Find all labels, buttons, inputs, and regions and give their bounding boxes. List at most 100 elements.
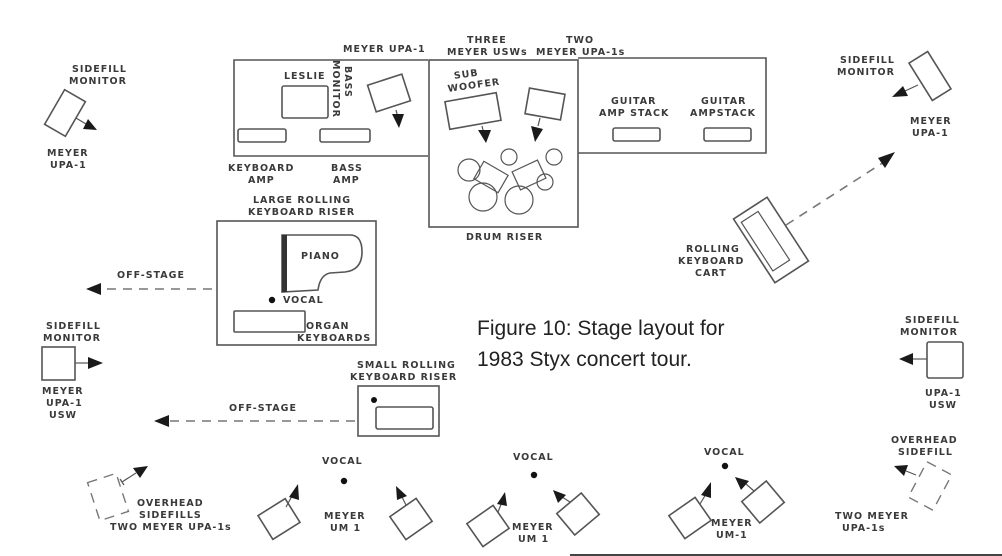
label: MEYER xyxy=(324,511,366,522)
label: UPA-1 xyxy=(912,128,949,139)
label: TWO xyxy=(566,35,594,46)
label: VOCAL xyxy=(513,452,554,463)
drum-cymbal xyxy=(545,148,563,166)
label: UM 1 xyxy=(518,534,549,545)
label: MONITOR xyxy=(43,333,101,344)
riser-outline xyxy=(216,220,377,346)
vocal-position-dot xyxy=(371,397,377,403)
bass-monitor-label: BASS MONITOR xyxy=(330,60,353,118)
vocal-position-2: VOCAL MEYER UM 1 xyxy=(465,452,601,548)
keyboard xyxy=(375,406,434,430)
label: SIDEFILL xyxy=(72,64,127,75)
label: MEYER xyxy=(512,522,554,533)
arrow-line xyxy=(75,117,87,125)
drum-riser-outline xyxy=(428,59,579,228)
label: MEYER xyxy=(47,148,89,159)
sidefill-monitor-top-right: SIDEFILL MONITOR MEYER UPA-1 xyxy=(837,50,953,139)
label: UM-1 xyxy=(716,530,748,541)
arrow-icon xyxy=(899,353,913,365)
subwoofer-cabinet xyxy=(444,91,502,131)
label: OFF-STAGE xyxy=(117,270,185,281)
arrow-icon xyxy=(392,114,404,128)
arrow-line xyxy=(561,496,571,503)
riser-outline xyxy=(578,57,767,154)
guitar-amp-area: GUITAR AMP STACK GUITAR AMPSTACK xyxy=(578,57,767,154)
label: TWO MEYER xyxy=(835,511,909,522)
floor-wedge xyxy=(667,496,713,540)
label: THREE xyxy=(467,35,507,46)
drum-tom xyxy=(457,158,481,182)
guitar-amp-stack xyxy=(703,127,752,142)
label: ORGAN xyxy=(306,321,350,332)
label: UM 1 xyxy=(330,523,361,534)
small-rolling-keyboard-riser: SMALL ROLLING KEYBOARD RISER xyxy=(350,360,457,437)
label: UPA-1s xyxy=(842,523,885,534)
label: SMALL ROLLING xyxy=(357,360,456,371)
arrow-icon xyxy=(154,415,169,427)
label: SIDEFILL xyxy=(905,315,960,326)
arrow-line xyxy=(745,483,755,492)
label: OVERHEAD xyxy=(891,435,958,446)
cart-path-dashed xyxy=(785,161,885,226)
label: OFF-STAGE xyxy=(229,403,297,414)
label: MONITOR xyxy=(837,67,895,78)
large-rolling-keyboard-riser: LARGE ROLLING KEYBOARD RISER PIANO VOCAL… xyxy=(216,195,377,346)
arrow-icon xyxy=(735,477,749,490)
speaker-cabinet xyxy=(907,50,953,102)
vocal-position-dot xyxy=(340,477,348,485)
label: GUITAR xyxy=(611,96,656,107)
drum-tom xyxy=(536,173,554,191)
label: MONITOR xyxy=(330,60,341,118)
arrow-icon xyxy=(478,130,491,143)
figure-caption: Figure 10: Stage layout for 1983 Styx co… xyxy=(477,317,724,371)
label: CART xyxy=(695,268,727,279)
arrow-icon xyxy=(396,486,407,500)
arrow-icon xyxy=(701,482,711,498)
label: AMPSTACK xyxy=(690,108,756,119)
vocal-position-1: VOCAL MEYER UM 1 xyxy=(256,456,434,541)
label: MEYER xyxy=(711,518,753,529)
label: AMP xyxy=(333,175,360,186)
label: KEYBOARD xyxy=(228,163,294,174)
label: ROLLING xyxy=(686,244,740,255)
label: VOCAL xyxy=(322,456,363,467)
label: SIDEFILL xyxy=(840,55,895,66)
arrow-line xyxy=(905,470,917,476)
keyboard-amp xyxy=(237,128,287,143)
arrow-icon xyxy=(88,357,103,369)
bass-monitor-speaker xyxy=(366,73,412,113)
arrow-icon xyxy=(531,126,543,142)
label: MEYER xyxy=(910,116,952,127)
bass-amp xyxy=(319,128,371,143)
keyboard-bass-area: MEYER UPA-1 LESLIE BASS MONITOR KEYBOARD… xyxy=(228,44,428,186)
arrow-icon xyxy=(83,119,97,130)
arrow-icon xyxy=(86,283,101,295)
sidefill-monitor-top-left: SIDEFILL MONITOR MEYER UPA-1 xyxy=(43,64,127,171)
label: VOCAL xyxy=(283,295,324,306)
label: SIDEFILL xyxy=(898,447,953,458)
cart-keyboard xyxy=(740,210,791,272)
arrow-line xyxy=(904,84,919,92)
label: TWO MEYER UPA-1s xyxy=(110,522,232,533)
arrow-icon xyxy=(497,492,507,506)
label: AMP xyxy=(248,175,275,186)
label: MEYER UPA-1s xyxy=(536,47,625,58)
speaker-cabinet xyxy=(926,341,964,379)
floor-wedge xyxy=(555,491,601,537)
arrow-icon xyxy=(553,490,566,503)
overhead-sidefills-left: OVERHEAD SIDEFILLS TWO MEYER UPA-1s xyxy=(86,466,232,533)
arrow-icon xyxy=(894,465,908,476)
riser-outline xyxy=(357,385,440,437)
sidefill-monitor-mid-left: SIDEFILL MONITOR MEYER UPA-1 USW xyxy=(41,321,103,421)
label: VOCAL xyxy=(704,447,745,458)
label: KEYBOARD RISER xyxy=(350,372,457,383)
speaker-cabinet xyxy=(41,346,76,381)
overhead-speaker-dashed xyxy=(86,472,130,522)
vocal-position-dot xyxy=(721,462,729,470)
arrow-icon xyxy=(133,466,148,478)
label: MEYER USWs xyxy=(447,47,528,58)
label: UPA-1 xyxy=(46,398,83,409)
arrow-line xyxy=(285,495,293,508)
drum-riser: THREE MEYER USWs TWO MEYER UPA-1s SUB WO… xyxy=(428,35,625,243)
